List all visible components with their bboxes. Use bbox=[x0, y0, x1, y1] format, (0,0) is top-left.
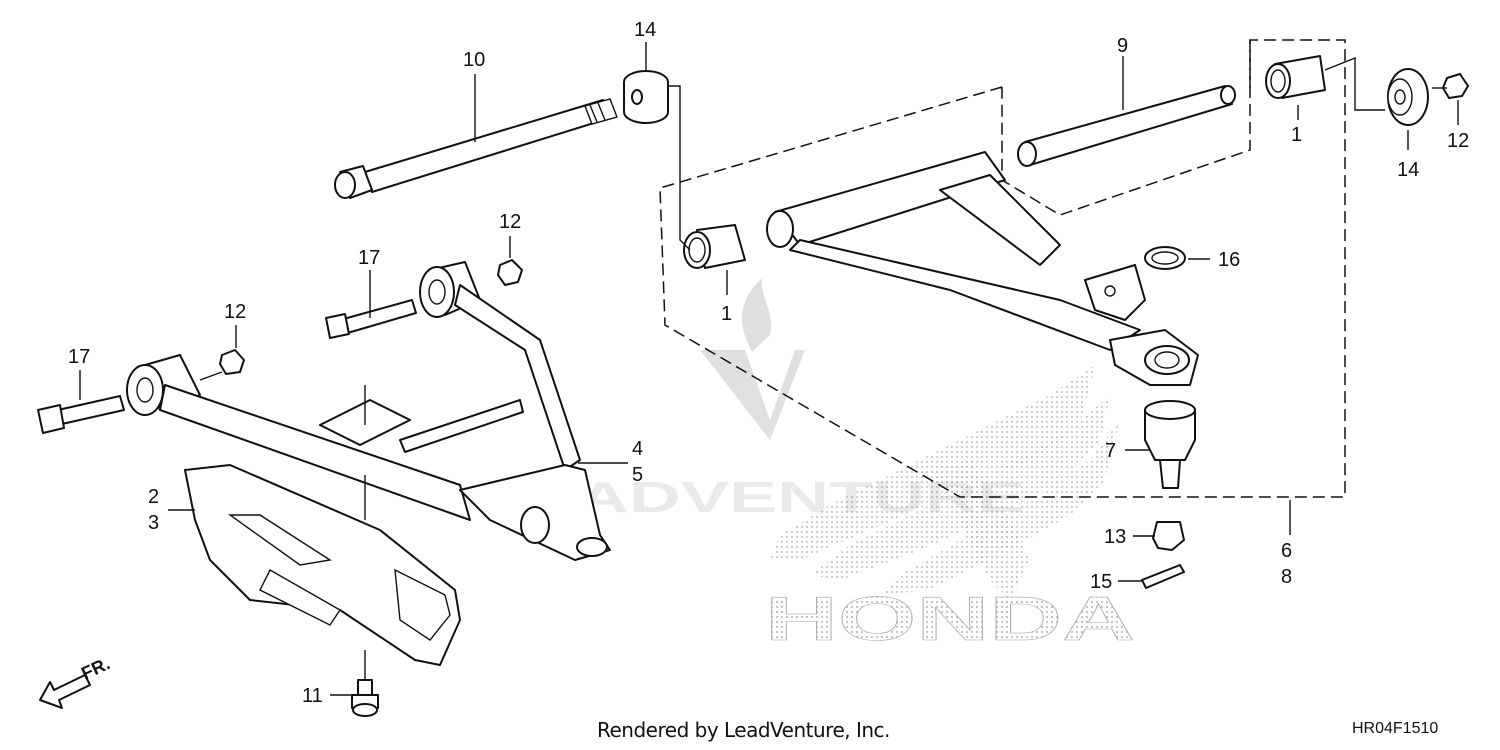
cotter-pin-15 bbox=[1141, 564, 1185, 589]
callout-3: 3 bbox=[148, 512, 159, 534]
bolt-11 bbox=[351, 679, 379, 717]
honda-wing-watermark bbox=[770, 365, 1120, 600]
skid-plate-2-3 bbox=[184, 464, 461, 666]
callout-9: 9 bbox=[1117, 35, 1128, 57]
collar-14-right bbox=[1387, 68, 1429, 126]
lower-arm-6-8 bbox=[766, 151, 1199, 386]
bolt-17-mid bbox=[325, 299, 417, 339]
assembly-outline bbox=[659, 39, 1346, 498]
diagram-code: HR04F1510 bbox=[1352, 720, 1439, 737]
callout-11: 11 bbox=[302, 685, 323, 707]
callout-10: 10 bbox=[463, 49, 485, 71]
callout-12-mid: 12 bbox=[499, 211, 521, 233]
render-credit: Rendered by LeadVenture, Inc. bbox=[597, 718, 890, 742]
nut-12-right bbox=[1442, 73, 1469, 99]
callout-12-left: 12 bbox=[224, 301, 246, 323]
callout-4: 4 bbox=[632, 438, 643, 460]
leadventure-logo-watermark bbox=[700, 278, 805, 440]
upper-arm-4-5 bbox=[126, 261, 611, 561]
callout-12-right: 12 bbox=[1447, 130, 1469, 152]
callout-8: 8 bbox=[1281, 566, 1292, 588]
leader-lines bbox=[79, 42, 1459, 696]
callout-6: 6 bbox=[1281, 540, 1292, 562]
bolt-17-left bbox=[37, 395, 125, 434]
callout-16: 16 bbox=[1218, 249, 1240, 271]
callout-labels: 10 14 9 1 14 12 12 17 12 17 1 16 4 5 7 2… bbox=[68, 19, 1469, 707]
callout-1-right: 1 bbox=[1291, 124, 1302, 146]
ball-joint-7 bbox=[1144, 400, 1196, 489]
callout-2: 2 bbox=[148, 486, 159, 508]
callout-13: 13 bbox=[1104, 526, 1126, 548]
bolt-10 bbox=[334, 98, 618, 199]
callout-14-right: 14 bbox=[1397, 159, 1419, 181]
nut-12-left bbox=[219, 349, 245, 375]
collar-14-top bbox=[623, 70, 669, 124]
callout-7: 7 bbox=[1105, 440, 1116, 462]
castle-nut-13 bbox=[1152, 521, 1185, 551]
collar-pipe-9 bbox=[1017, 85, 1236, 167]
honda-logo-watermark: HONDA bbox=[765, 585, 1135, 654]
callout-17-left: 17 bbox=[68, 346, 90, 368]
callout-14-top: 14 bbox=[634, 19, 656, 41]
callout-1-left: 1 bbox=[721, 303, 732, 325]
callout-17-mid: 17 bbox=[358, 247, 380, 269]
bushing-1-right bbox=[1265, 55, 1326, 99]
snap-ring-16 bbox=[1144, 246, 1186, 270]
front-direction-arrow-icon: FR. bbox=[39, 653, 113, 709]
callout-5: 5 bbox=[632, 464, 643, 486]
nut-12-mid bbox=[497, 259, 523, 286]
callout-15: 15 bbox=[1090, 571, 1112, 593]
bushing-1-left bbox=[683, 224, 746, 269]
